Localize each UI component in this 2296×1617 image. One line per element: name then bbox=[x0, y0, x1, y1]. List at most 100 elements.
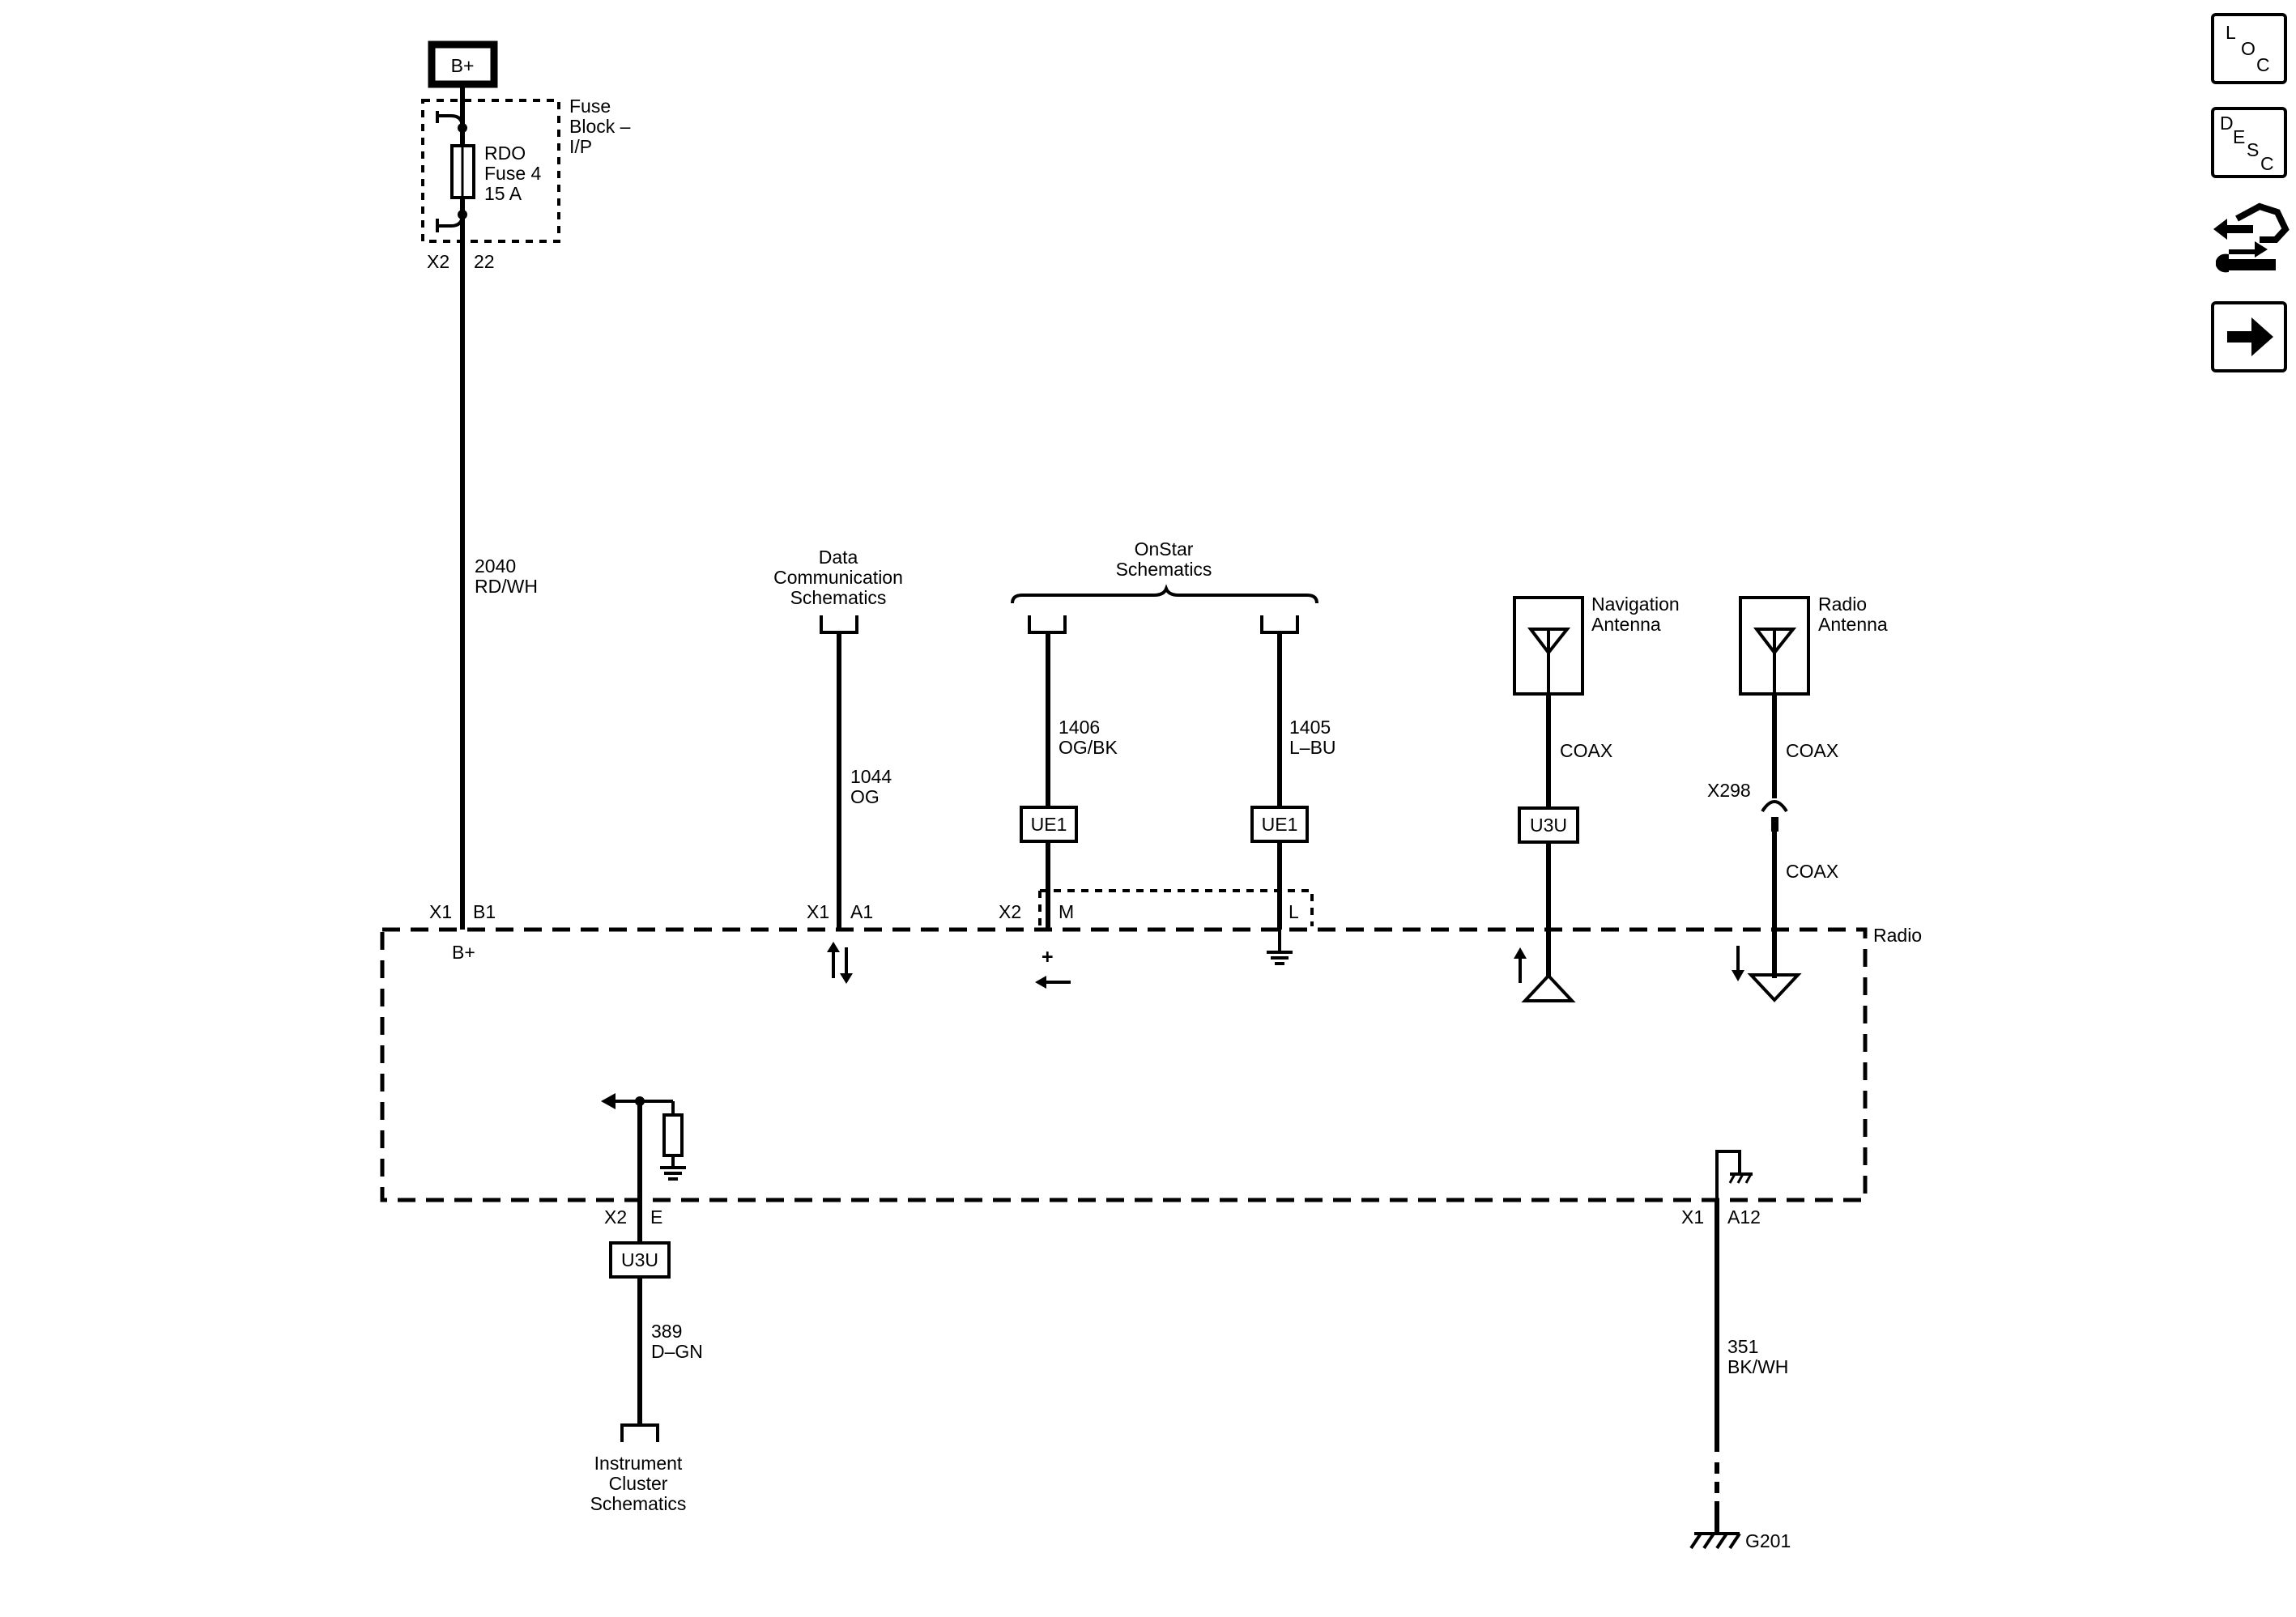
fuse-block-title-1: Fuse bbox=[569, 96, 611, 117]
b1-connector: X1 bbox=[429, 901, 452, 922]
option-u3u-nav-label: U3U bbox=[1530, 815, 1567, 836]
onstar-connector-l bbox=[1260, 615, 1299, 634]
next-page-button[interactable] bbox=[2211, 301, 2287, 372]
radio-antenna: Radio Antenna bbox=[1739, 594, 1888, 696]
coax-radio-upper-label: COAX bbox=[1786, 740, 1838, 761]
fuse-contact-top bbox=[436, 111, 464, 128]
right-arrow-icon bbox=[2227, 317, 2273, 356]
a12-connector: X1 bbox=[1681, 1206, 1704, 1228]
wire-1044-color: OG bbox=[850, 786, 880, 807]
connector-repair-button[interactable] bbox=[2213, 202, 2290, 273]
fuse-pin: 22 bbox=[474, 251, 495, 272]
radio-module-outline bbox=[380, 927, 1868, 1202]
battery-label: B+ bbox=[451, 55, 475, 76]
location-button[interactable]: L O C bbox=[2211, 13, 2287, 84]
onstar-reference: OnStar Schematics bbox=[1011, 538, 1318, 634]
fuse-name-1: RDO bbox=[484, 143, 526, 164]
antenna-icon bbox=[1527, 628, 1571, 694]
fuse-block-outline bbox=[421, 99, 560, 243]
plug-icon bbox=[2235, 202, 2290, 243]
cluster-reference: Instrument Cluster Schematics bbox=[590, 1423, 687, 1514]
ground-icon bbox=[1689, 1532, 1741, 1550]
x2-connector: X2 bbox=[999, 901, 1021, 922]
ground-label: G201 bbox=[1745, 1530, 1791, 1551]
up-arrow-icon bbox=[1514, 947, 1527, 983]
fuse-connector: X2 bbox=[427, 251, 449, 272]
fuse-block-title-3: I/P bbox=[569, 136, 592, 157]
wire-1406-color: OG/BK bbox=[1059, 737, 1118, 758]
m-signal: + bbox=[1042, 946, 1054, 968]
onstar-line-2: Schematics bbox=[1116, 559, 1212, 580]
a1-pin: A1 bbox=[850, 901, 873, 922]
wire-1405-color: L–BU bbox=[1289, 737, 1336, 758]
option-ue1-left: UE1 bbox=[1020, 806, 1078, 843]
onstar-line-1: OnStar bbox=[1135, 538, 1194, 560]
wire-1044-circuit: 1044 bbox=[850, 766, 892, 787]
wire-351-circuit: 351 bbox=[1727, 1336, 1758, 1357]
x2-connector-outline bbox=[1040, 889, 1314, 926]
desc-letter-d: D bbox=[2220, 113, 2234, 134]
antenna-output-icon bbox=[1747, 973, 1802, 1002]
m-pin: M bbox=[1059, 901, 1074, 922]
wire-389-circuit: 389 bbox=[651, 1321, 682, 1342]
fuse-block-title-2: Block – bbox=[569, 116, 631, 137]
coax-connector-symbol bbox=[1761, 800, 1788, 813]
nav-antenna-line-1: Navigation bbox=[1591, 594, 1680, 615]
data-comm-line-3: Schematics bbox=[790, 587, 887, 608]
bidirectional-arrow-icon bbox=[827, 942, 853, 984]
fuse-block: Fuse Block – I/P RDO Fuse 4 15 A X2 22 bbox=[421, 96, 631, 272]
antenna-input-icon bbox=[1521, 973, 1576, 1002]
left-arrow-icon bbox=[1035, 976, 1071, 989]
b1-signal: B+ bbox=[452, 942, 475, 963]
loc-letter-c: C bbox=[2256, 54, 2270, 75]
option-u3u-cluster-label: U3U bbox=[621, 1249, 658, 1270]
data-comm-reference: Data Communication Schematics bbox=[773, 547, 903, 634]
loc-letter-o: O bbox=[2241, 38, 2256, 59]
a1-connector: X1 bbox=[807, 901, 829, 922]
coax-connector-label: X298 bbox=[1707, 780, 1751, 801]
option-u3u-cluster: U3U bbox=[609, 1241, 671, 1279]
cluster-connector-symbol bbox=[620, 1423, 659, 1442]
nav-antenna-line-2: Antenna bbox=[1591, 614, 1661, 635]
coax-radio-lower-label: COAX bbox=[1786, 861, 1838, 882]
b1-pin: B1 bbox=[473, 901, 496, 922]
double-arrow-icon bbox=[2213, 219, 2253, 240]
cluster-line-1: Instrument bbox=[594, 1453, 683, 1474]
wire-1406-circuit: 1406 bbox=[1059, 717, 1100, 738]
radio-label: Radio bbox=[1873, 925, 1922, 946]
antenna-icon bbox=[1753, 628, 1797, 694]
data-comm-line-1: Data bbox=[819, 547, 858, 568]
l-pin: L bbox=[1289, 901, 1299, 922]
wire-1405-circuit: 1405 bbox=[1289, 717, 1331, 738]
wire-2040-circuit: 2040 bbox=[475, 555, 516, 577]
option-ue1-right-label: UE1 bbox=[1262, 814, 1298, 835]
cluster-output-circuit bbox=[601, 1093, 686, 1200]
fuse-name-2: Fuse 4 bbox=[484, 163, 542, 184]
fuse-rating: 15 A bbox=[484, 183, 522, 204]
cluster-line-3: Schematics bbox=[590, 1493, 687, 1514]
radio-antenna-line-2: Antenna bbox=[1818, 614, 1888, 635]
desc-letter-s: S bbox=[2247, 139, 2259, 160]
onstar-brace bbox=[1011, 584, 1318, 604]
data-comm-connector-symbol bbox=[820, 615, 858, 634]
navigation-antenna: Navigation Antenna bbox=[1513, 594, 1680, 696]
onstar-connector-m bbox=[1028, 615, 1067, 634]
down-arrow-icon bbox=[1732, 946, 1744, 981]
coax-nav-label: COAX bbox=[1560, 740, 1612, 761]
left-arrow-icon bbox=[601, 1093, 616, 1109]
ground-symbol-icon bbox=[1267, 930, 1293, 965]
e-pin: E bbox=[650, 1206, 662, 1228]
option-u3u-nav: U3U bbox=[1518, 806, 1579, 844]
option-ue1-left-label: UE1 bbox=[1031, 814, 1067, 835]
description-button[interactable]: D E S C bbox=[2211, 107, 2287, 178]
data-comm-line-2: Communication bbox=[773, 567, 903, 588]
cluster-line-2: Cluster bbox=[609, 1473, 668, 1494]
desc-letter-c: C bbox=[2260, 153, 2274, 174]
battery-terminal: B+ bbox=[428, 40, 498, 88]
wrench-icon bbox=[2216, 253, 2276, 273]
radio-antenna-line-1: Radio bbox=[1818, 594, 1867, 615]
option-ue1-right: UE1 bbox=[1250, 806, 1309, 843]
chassis-ground-internal bbox=[1715, 1150, 1753, 1200]
desc-letter-e: E bbox=[2233, 126, 2245, 147]
